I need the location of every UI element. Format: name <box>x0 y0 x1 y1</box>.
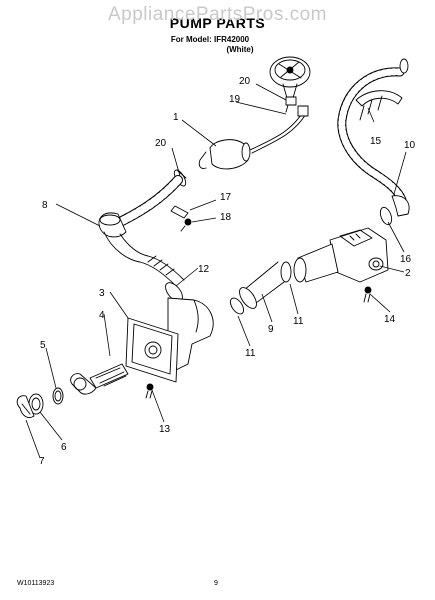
callout-14: 14 <box>384 314 396 325</box>
callout-7: 7 <box>39 456 45 467</box>
callout-labels: 20 19 1 20 15 10 8 17 18 16 12 2 3 4 14 … <box>39 76 416 467</box>
sump-hose-part <box>139 255 185 302</box>
sump-housing-part <box>125 297 214 383</box>
callout-16: 16 <box>400 254 412 265</box>
callout-20-switch: 20 <box>239 76 251 87</box>
callout-2: 2 <box>405 268 411 279</box>
pump-clamp-part <box>379 206 393 226</box>
corrugated-hose-part <box>98 175 183 263</box>
callout-11-lower: 11 <box>245 348 256 359</box>
pressure-switch-part <box>269 56 311 99</box>
bracket-screw-part <box>170 205 192 232</box>
hose-connector-part <box>285 96 297 113</box>
color-variant: (White) <box>226 45 254 54</box>
model-line: For Model: IFR42000 <box>170 35 250 44</box>
callout-10: 10 <box>404 140 416 151</box>
site-watermark: AppliancePartsPros.com <box>107 4 328 25</box>
pump-screw-part <box>363 286 372 303</box>
diagram-title: PUMP PARTS <box>169 15 266 31</box>
drain-hose-guide-part <box>355 90 403 121</box>
drain-hose-part <box>337 58 410 217</box>
callout-3: 3 <box>99 288 105 299</box>
leader-lines <box>25 83 407 459</box>
callout-4: 4 <box>99 310 105 321</box>
callout-1: 1 <box>173 112 179 123</box>
filter-part <box>70 363 129 395</box>
document-number: W10113923 <box>17 580 55 587</box>
callout-15: 15 <box>370 136 382 147</box>
pump-hose-part <box>229 261 292 315</box>
callout-6: 6 <box>61 442 67 453</box>
filter-cap-parts <box>16 387 64 419</box>
callout-18: 18 <box>220 212 232 223</box>
callout-9: 9 <box>268 324 274 335</box>
pump-motor-part <box>293 227 389 283</box>
callout-20-clamp: 20 <box>155 138 167 149</box>
page-number: 9 <box>214 580 218 587</box>
callout-8: 8 <box>42 200 48 211</box>
air-dome-part <box>198 105 309 170</box>
housing-screw-part <box>145 383 154 399</box>
callout-17: 17 <box>220 192 232 203</box>
callout-13: 13 <box>159 424 171 435</box>
callout-11-upper: 11 <box>293 316 304 327</box>
callout-12: 12 <box>198 264 210 275</box>
callout-19: 19 <box>229 94 241 105</box>
callout-5: 5 <box>40 340 46 351</box>
